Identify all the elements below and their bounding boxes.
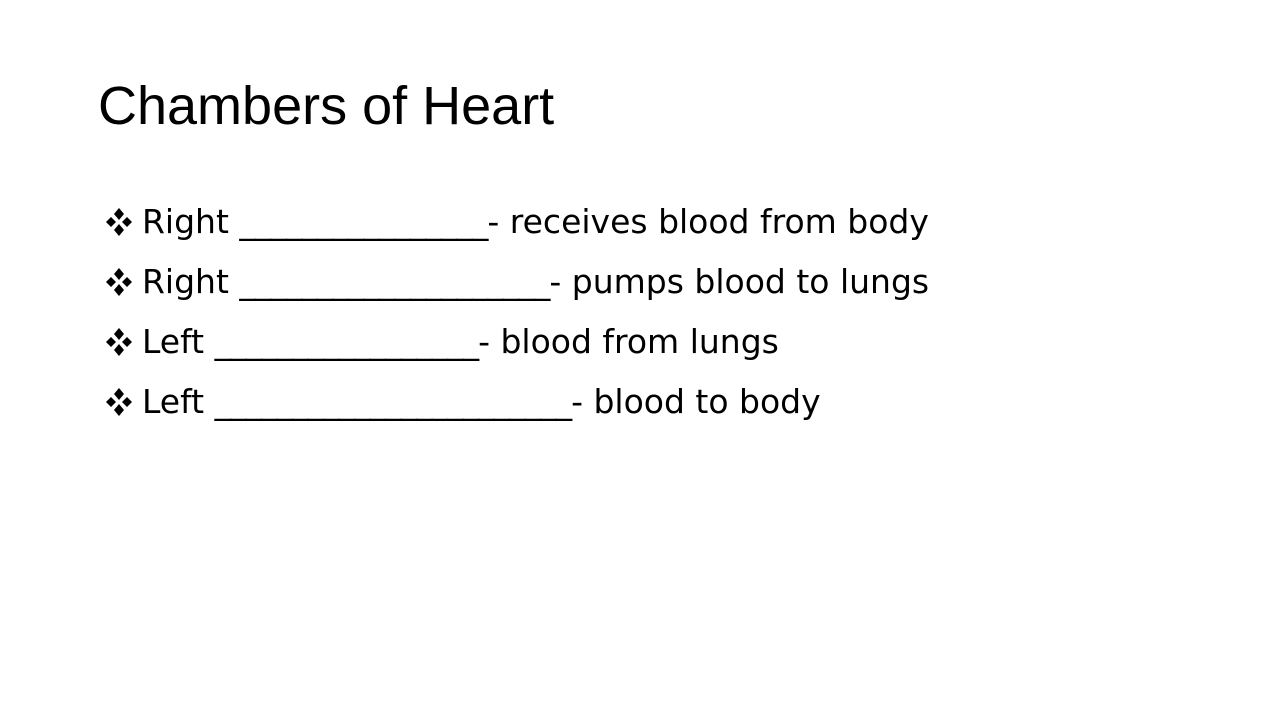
fill-in-blank: ____________________ [239, 262, 550, 301]
bullet-description: - receives blood from body [487, 202, 929, 241]
bullet-description: - blood from lungs [478, 322, 779, 361]
four-diamonds-icon [102, 252, 138, 312]
four-diamonds-icon [102, 192, 138, 252]
bullet-lead: Left [142, 382, 215, 421]
fill-in-blank: ________________ [239, 202, 488, 241]
bullet-lead: Left [142, 322, 215, 361]
bullet-item-left-atrium: Left _________________- blood from lungs [100, 312, 1210, 372]
bullet-item-left-ventricle: Left _______________________- blood to b… [100, 372, 1210, 432]
fill-in-blank: _________________ [214, 322, 479, 361]
bullet-description: - blood to body [571, 382, 821, 421]
four-diamonds-icon [102, 312, 138, 372]
bullet-description: - pumps blood to lungs [549, 262, 930, 301]
fill-in-blank: _______________________ [214, 382, 572, 421]
bullet-list: Right ________________- receives blood f… [100, 192, 1210, 432]
four-diamonds-icon [102, 372, 138, 432]
bullet-item-right-atrium: Right ________________- receives blood f… [100, 192, 1210, 252]
bullet-item-right-ventricle: Right ____________________- pumps blood … [100, 252, 1210, 312]
bullet-lead: Right [142, 262, 240, 301]
slide-title: Chambers of Heart [98, 76, 555, 136]
bullet-lead: Right [142, 202, 240, 241]
